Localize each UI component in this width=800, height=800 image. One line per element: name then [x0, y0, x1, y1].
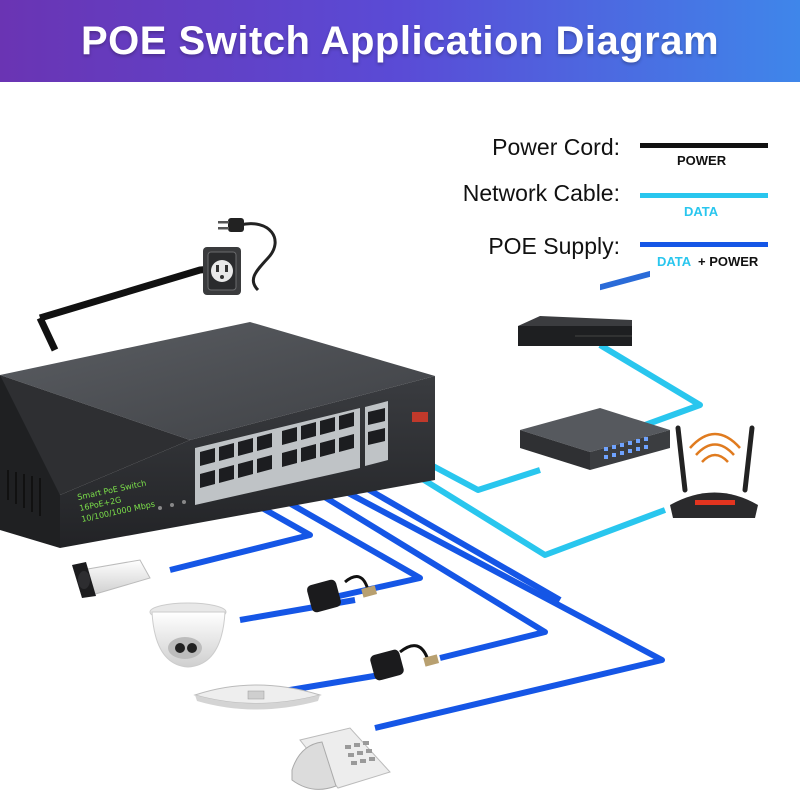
- network-cables: [393, 342, 703, 558]
- title-banner: POE Switch Application Diagram: [0, 0, 800, 82]
- legend-power-label: Power Cord:: [492, 134, 620, 160]
- legend-poe-tag-power: + POWER: [698, 254, 759, 269]
- small-switch: [520, 270, 670, 470]
- dome-camera: [149, 602, 227, 668]
- power-cord-drop: [36, 316, 59, 352]
- legend-network-tag: DATA: [684, 204, 719, 219]
- wifi-router: [670, 425, 758, 518]
- legend-poe-line: [640, 242, 768, 247]
- power-plug: [218, 218, 277, 292]
- ip-phone: [291, 727, 391, 790]
- page-title: POE Switch Application Diagram: [80, 18, 720, 63]
- legend-power-tag: POWER: [677, 153, 727, 168]
- wireless-ap: [193, 684, 322, 710]
- legend-poe-label: POE Supply:: [488, 233, 620, 259]
- legend-network-line: [640, 193, 768, 198]
- poe-splitter-2: [370, 644, 440, 681]
- nvr-device: [518, 316, 632, 346]
- legend-network-label: Network Cable:: [462, 180, 620, 206]
- legend-power-line: [640, 143, 768, 148]
- legend-poe-tag-data: DATA: [657, 254, 692, 269]
- power-cord: [38, 264, 226, 322]
- poe-splitter-1: [307, 575, 378, 613]
- diagram-canvas: Smart PoE Switch 16PoE+2G 10/100/1000 Mb…: [0, 218, 758, 790]
- poe-switch: Smart PoE Switch 16PoE+2G 10/100/1000 Mb…: [0, 322, 435, 548]
- poe-cables: [169, 473, 665, 731]
- bullet-camera: [72, 559, 151, 598]
- power-outlet: [203, 247, 241, 295]
